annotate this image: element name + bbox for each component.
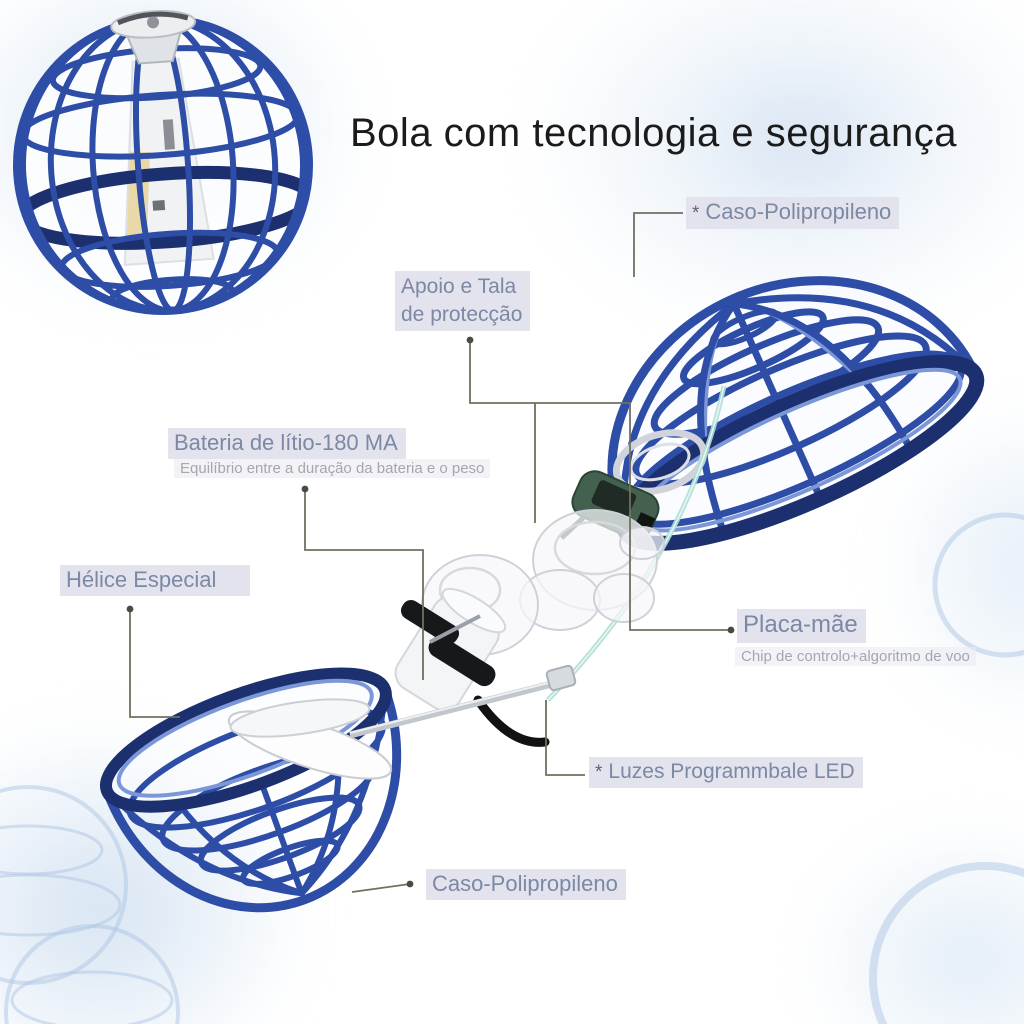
propeller-part [227, 664, 577, 780]
label-battery-text: Bateria de lítio-180 MA [174, 430, 398, 455]
faded-background-balls [0, 512, 1024, 1024]
page-title: Bola com tecnologia e segurança [350, 110, 957, 155]
label-support-line2: de protecção [401, 302, 523, 326]
label-battery: Bateria de lítio-180 MA [168, 428, 406, 460]
label-mainboard-text: Placa-mãe [743, 611, 858, 638]
label-case-bottom-text: Caso-Polipropileno [432, 871, 618, 896]
protection-ring-part [612, 429, 708, 495]
label-support: Apoio e Tala de protecção [395, 271, 531, 332]
label-battery-subtext: Equilíbrio entre a duração da bateria e … [174, 459, 491, 478]
label-propeller: Hélice Especial [60, 565, 251, 597]
internal-assembly [394, 509, 665, 747]
label-propeller-text: Hélice Especial [66, 567, 217, 592]
callout-connectors [126, 212, 735, 893]
label-case-top-text: Caso-Polipropileno [705, 199, 892, 224]
assembled-ball-photo [13, 10, 319, 315]
asterisk-bullet: * [692, 203, 700, 224]
label-case-top: *Caso-Polipropileno [686, 197, 900, 229]
label-mainboard-subtext: Chip de controlo+algoritmo de voo [735, 647, 976, 666]
label-support-line1: Apoio e Tala [401, 275, 517, 298]
label-case-bottom: Caso-Polipropileno [426, 869, 626, 901]
upper-shell-dome [607, 276, 985, 551]
label-mainboard: Placa-mãe [737, 609, 866, 643]
label-led: *Luzes Programmbale LED [589, 757, 863, 788]
lower-shell-bowl [99, 667, 402, 913]
label-led-text: Luzes Programmbale LED [608, 760, 855, 783]
asterisk-bullet: * [595, 762, 603, 783]
ball-top-hub [110, 10, 197, 65]
